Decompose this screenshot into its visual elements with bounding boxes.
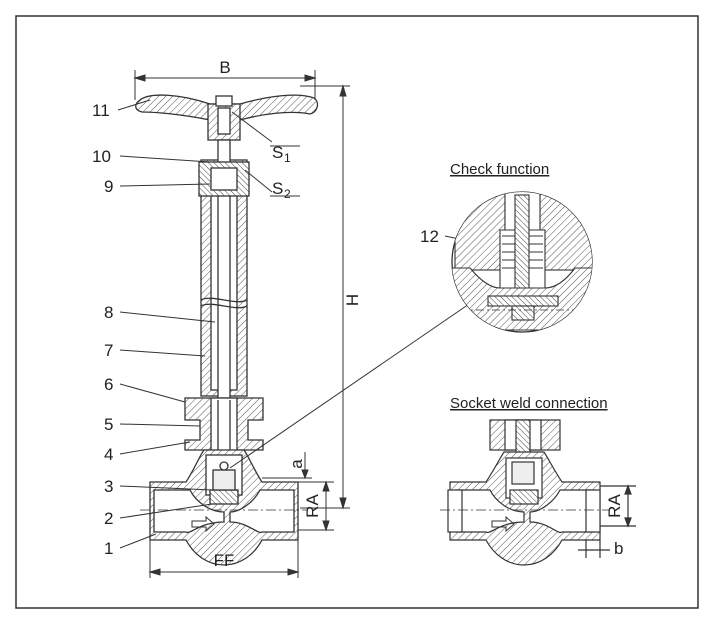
s-leaders	[231, 111, 300, 197]
part-label-7: 7	[104, 341, 113, 360]
s2-sub: 2	[284, 187, 291, 201]
part-label-10: 10	[92, 147, 111, 166]
dimension-ff-label: FF	[214, 551, 235, 570]
dimension-a-label: a	[287, 459, 306, 469]
part-label-6: 6	[104, 375, 113, 394]
socket-ra-label: RA	[605, 494, 624, 518]
dimension-b	[133, 70, 317, 100]
dimension-h-label: H	[343, 294, 362, 306]
dimension-ra-label: RA	[303, 494, 322, 518]
socket-weld-caption: Socket weld connection	[450, 395, 608, 412]
s1-sub: 1	[284, 151, 291, 165]
part-label-5: 5	[104, 415, 113, 434]
part-leaders	[117, 99, 503, 549]
part-label-2: 2	[104, 509, 113, 528]
dimension-a	[262, 452, 312, 480]
s2-label: S	[272, 179, 283, 198]
dimension-b-small-label: b	[614, 539, 623, 558]
part-label-11: 11	[92, 101, 110, 120]
socket-weld-detail	[440, 419, 636, 566]
s1-label: S	[272, 143, 283, 162]
part-label-1: 1	[104, 539, 113, 558]
dimension-b-label: B	[219, 58, 230, 77]
main-valve	[135, 94, 319, 566]
part-label-8: 8	[104, 303, 113, 322]
part-label-12: 12	[420, 227, 439, 246]
check-function-caption: Check function	[450, 161, 549, 178]
dimension-ra	[298, 480, 334, 532]
check-function-detail	[451, 191, 593, 333]
part-label-9: 9	[104, 177, 113, 196]
part-label-4: 4	[104, 445, 113, 464]
dimension-h	[300, 84, 350, 510]
part-label-3: 3	[104, 477, 113, 496]
dimension-ff	[148, 540, 300, 578]
border	[15, 15, 699, 609]
